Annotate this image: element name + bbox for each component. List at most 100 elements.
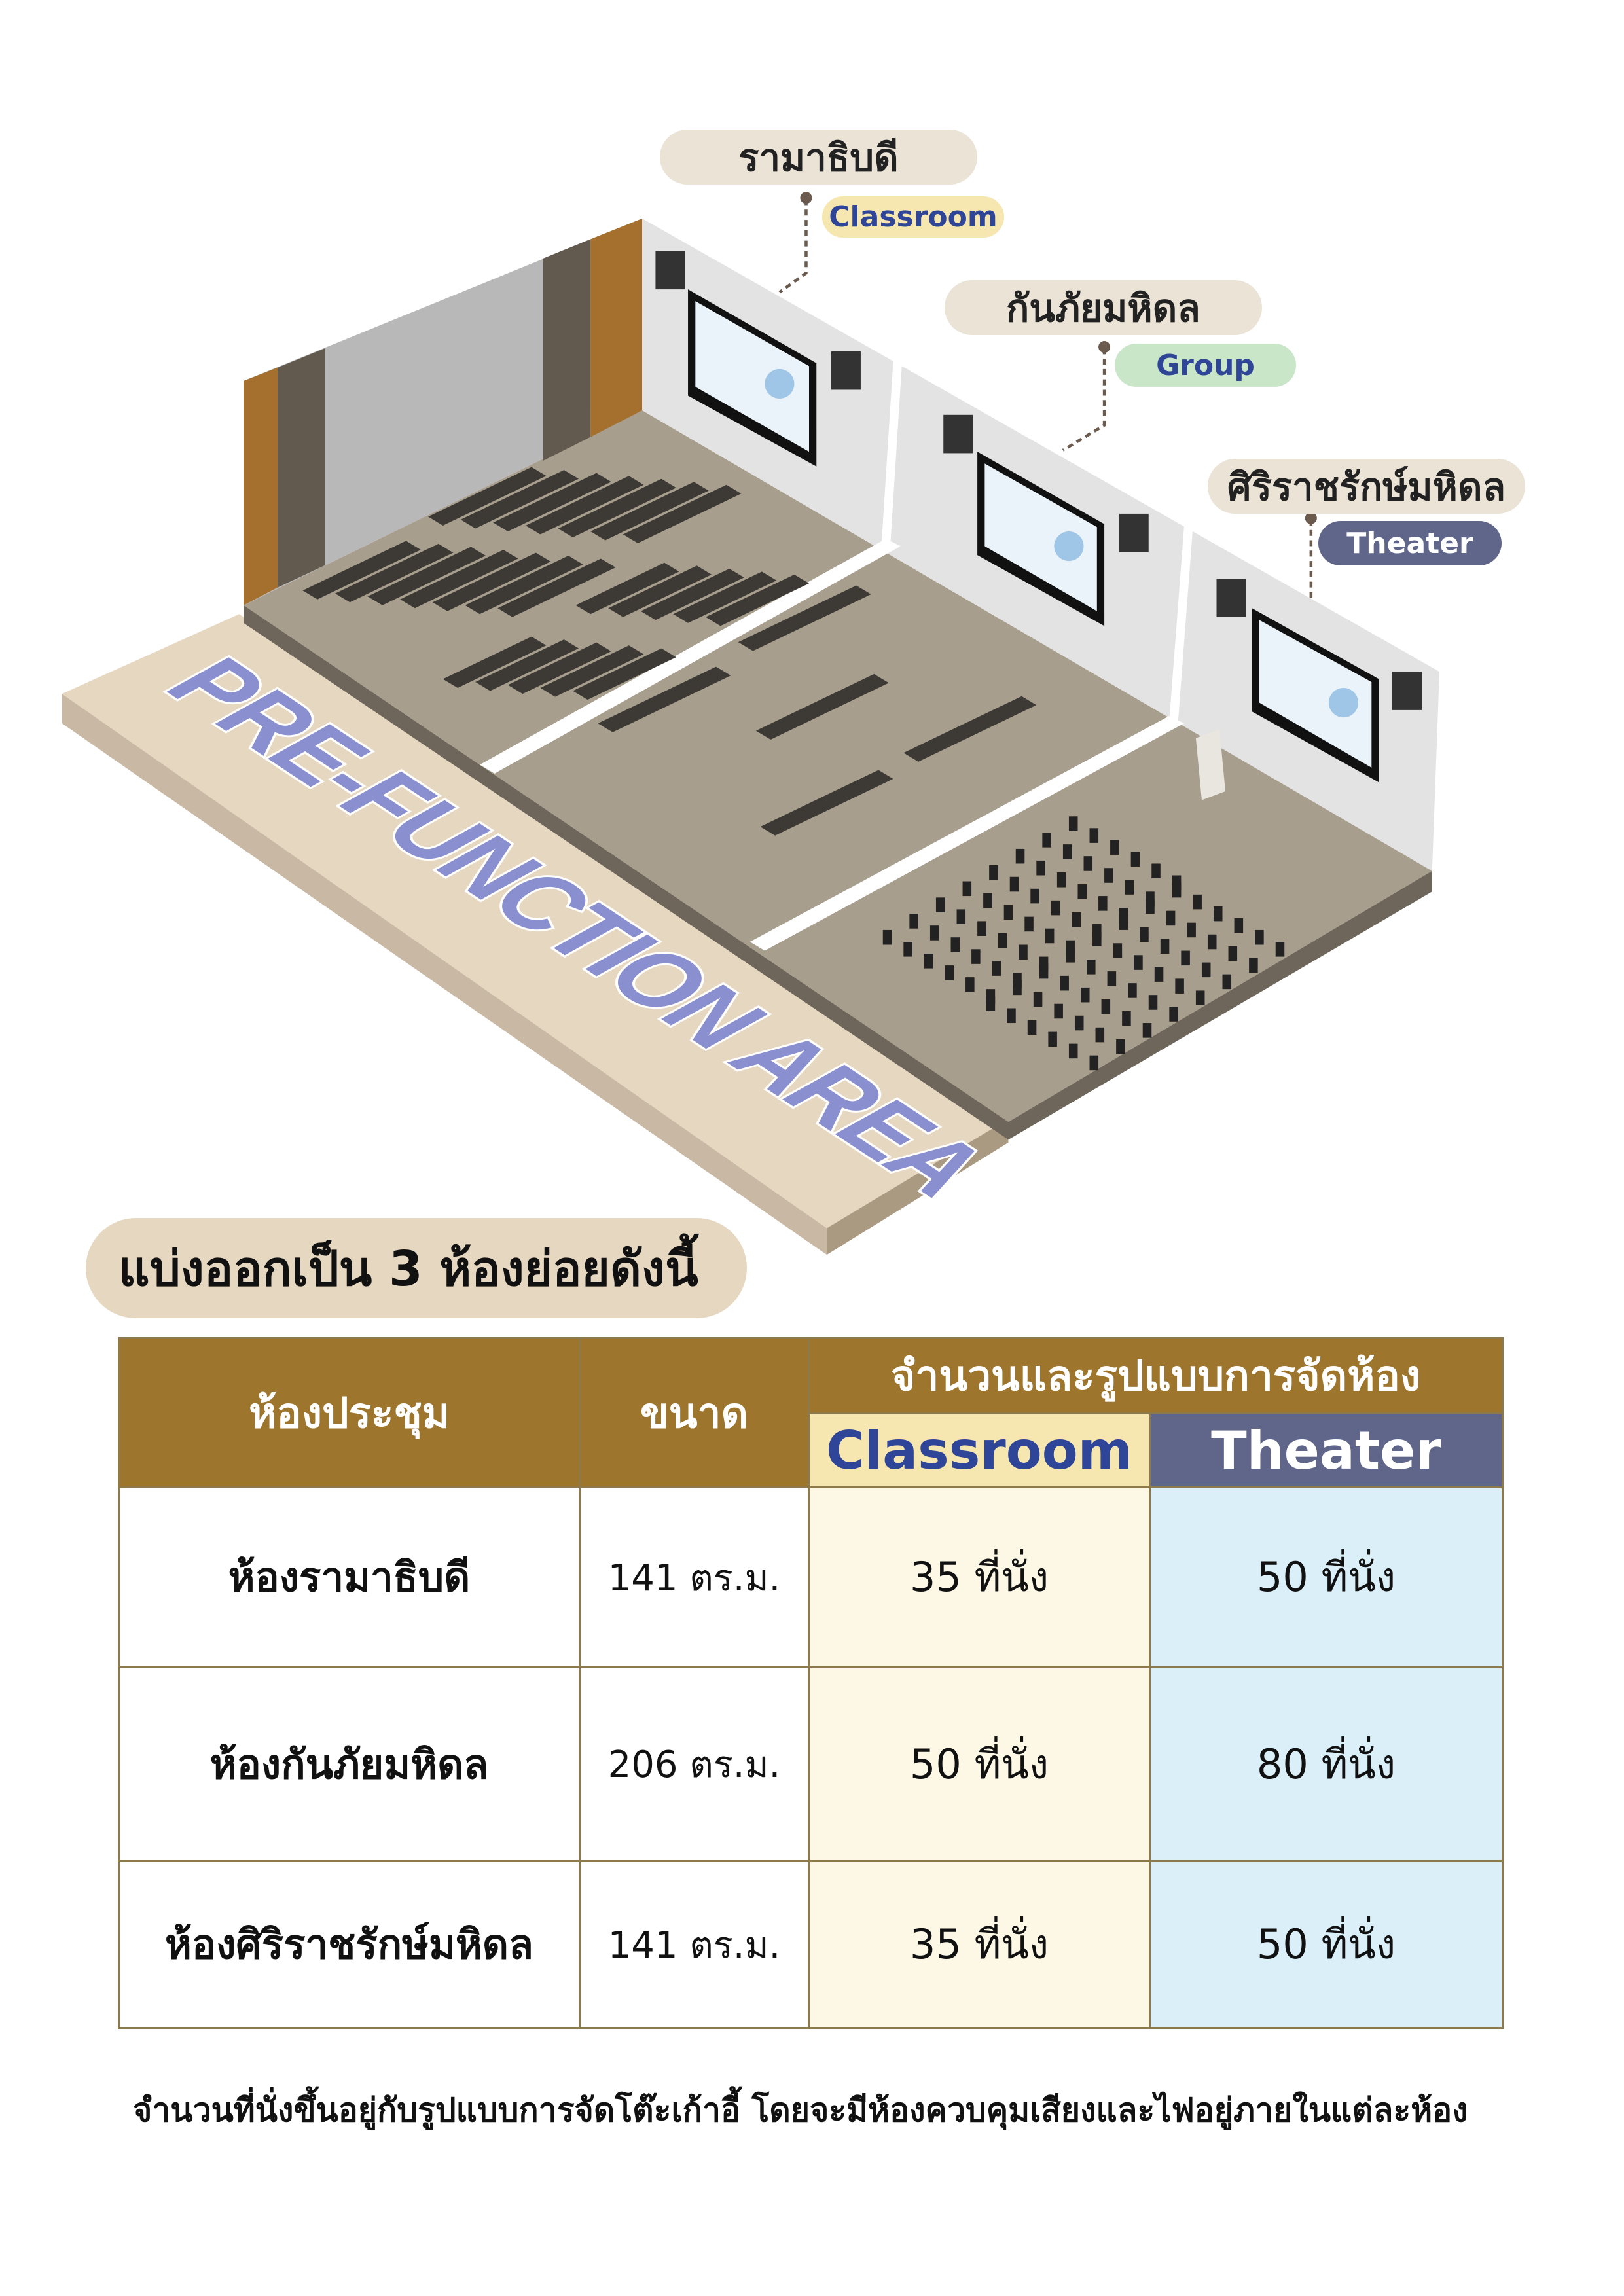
classroom-cell: 50 ที่นั่ง	[808, 1666, 1151, 1862]
left-wall	[244, 218, 643, 605]
chair-icon	[1113, 943, 1123, 958]
table-icon	[903, 696, 1037, 762]
size-cell: 206 ตร.ม.	[579, 1666, 810, 1862]
projector-screen	[1252, 608, 1379, 783]
chair-icon	[1066, 948, 1075, 963]
table-icon	[460, 470, 579, 529]
chair-icon	[1027, 1020, 1037, 1035]
chair-icon	[1024, 916, 1034, 932]
chair-icon	[998, 933, 1007, 948]
chair-icon	[1146, 899, 1155, 914]
chair-icon	[1130, 852, 1140, 867]
chair-icon	[989, 865, 998, 880]
chair-icon	[1042, 833, 1051, 848]
size-cell: 141 ตร.ม.	[579, 1860, 810, 2029]
chair-icon	[1207, 934, 1217, 950]
chair-icon	[1122, 1011, 1131, 1026]
table-icon	[540, 645, 644, 697]
chair-icon	[1275, 941, 1285, 957]
table-row: ห้องศิริราชรักษ์มหิดล 141 ตร.ม. 35 ที่นั…	[118, 1860, 1504, 2029]
chair-icon	[909, 914, 918, 929]
chair-icon	[1166, 910, 1176, 926]
chair-icon	[1051, 900, 1060, 916]
chair-icon	[903, 941, 912, 957]
table-icon	[493, 473, 611, 531]
chair-icon	[1249, 958, 1258, 973]
chair-icon	[1003, 905, 1013, 920]
chair-icon	[1101, 999, 1111, 1014]
table-icon	[590, 482, 709, 541]
table-icon	[755, 673, 889, 740]
table-icon	[400, 549, 518, 609]
table-icon	[623, 484, 742, 544]
layout-tag-group: Group	[1115, 344, 1296, 387]
chair-icon	[1074, 1015, 1084, 1031]
chair-icon	[1062, 844, 1072, 859]
chair-icon	[1222, 974, 1232, 990]
chair-icon	[1110, 840, 1119, 855]
chair-icon	[1007, 1008, 1016, 1024]
chair-icon	[1151, 863, 1161, 879]
projector-screen	[977, 452, 1105, 626]
size-cell: 141 ตร.ม.	[579, 1486, 810, 1668]
chair-icon	[950, 937, 960, 952]
room-name-cell: ห้องกันภัยมหิดล	[118, 1666, 581, 1862]
chair-icon	[1068, 816, 1078, 831]
chair-icon	[1015, 848, 1025, 864]
pre-function-platform	[62, 614, 1009, 1229]
floor-edge	[1008, 870, 1432, 1140]
floor-plan-illustration: PRE-FUNCTION AREA	[62, 192, 1440, 1255]
chair-icon	[1140, 927, 1149, 942]
table-row: ห้องกันภัยมหิดล 206 ตร.ม. 50 ที่นั่ง 80 …	[118, 1666, 1504, 1862]
platform-front-edge	[62, 694, 827, 1255]
chair-icon	[1009, 876, 1019, 892]
table-icon	[302, 541, 421, 600]
chair-icon	[1160, 939, 1170, 954]
header-theater: Theater	[1149, 1412, 1504, 1488]
wall-stripe-dark	[543, 239, 591, 461]
chair-icon	[924, 954, 933, 969]
chair-icon	[965, 977, 975, 992]
table-icon	[760, 770, 893, 836]
projector-screen	[688, 289, 817, 467]
header-layout-group: จำนวนและรูปแบบการจัดห้อง	[808, 1337, 1504, 1414]
table-icon	[558, 478, 676, 538]
table-icon	[367, 547, 486, 605]
chair-icon	[1056, 872, 1066, 888]
table-icon	[575, 562, 679, 615]
leader-line	[778, 199, 1313, 598]
layout-tag-theater: Theater	[1318, 521, 1502, 565]
chair-icon	[1169, 1007, 1178, 1022]
table-icon	[640, 568, 744, 620]
table-icon	[608, 565, 712, 617]
wall-stripe-wood	[244, 367, 278, 605]
chair-icon	[1154, 967, 1164, 982]
chair-icon	[1080, 987, 1090, 1003]
chair-icon	[1045, 928, 1055, 944]
chair-icon	[1125, 880, 1134, 895]
header-room: ห้องประชุม	[118, 1337, 581, 1488]
room-divider	[480, 539, 901, 774]
chair-icon	[1172, 882, 1182, 898]
chair-icon	[935, 897, 945, 912]
table-icon	[706, 574, 809, 626]
chair-icon	[1089, 1055, 1099, 1071]
table-icon	[738, 585, 871, 651]
table-icon	[673, 571, 777, 623]
chair-icon	[945, 965, 954, 980]
platform-side-edge	[827, 1119, 1009, 1255]
chair-icon	[1142, 1023, 1152, 1038]
wall-stripe-dark	[278, 348, 325, 588]
chair-icon	[1104, 868, 1113, 883]
chair-icon	[1013, 980, 1022, 996]
room-label-siriraj: ศิริราชรักษ์มหิดล	[1208, 459, 1525, 514]
chair-icon	[977, 921, 986, 936]
room-capacity-table: ห้องประชุม ขนาด จำนวนและรูปแบบการจัดห้อง…	[118, 1337, 1504, 2029]
chair-icon	[1255, 929, 1264, 945]
chair-icon	[882, 929, 892, 945]
chair-icon	[1083, 856, 1093, 871]
chair-icon	[956, 909, 966, 924]
chair-icon	[1039, 963, 1049, 979]
chair-icon	[1116, 1039, 1125, 1054]
chair-icon	[1095, 1027, 1105, 1043]
